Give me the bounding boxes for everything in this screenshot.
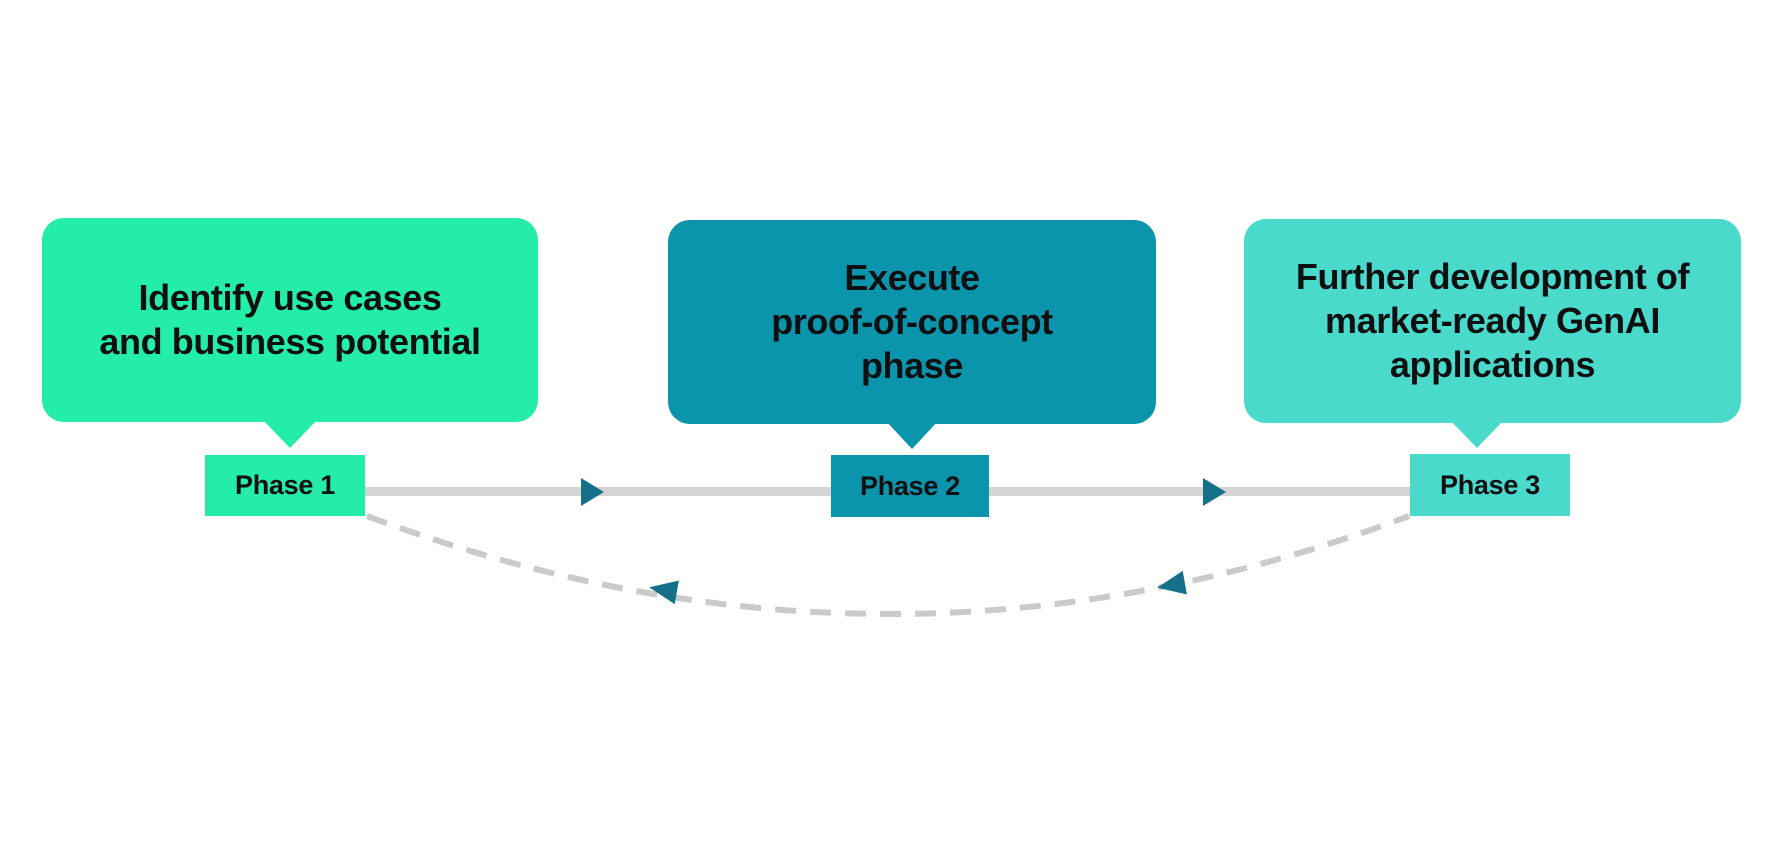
phase-2-bubble-text: proof-of-concept xyxy=(771,301,1053,342)
phase-3-bubble-text: Further development of xyxy=(1295,256,1690,297)
bubble-tail-icon xyxy=(1450,420,1504,448)
phase-3-bubble: Further development of market-ready GenA… xyxy=(1244,219,1741,423)
phase-2-bubble-text: Execute xyxy=(844,257,980,298)
bubble-tail-icon xyxy=(263,420,317,448)
phase-3-tag: Phase 3 xyxy=(1410,454,1570,516)
forward-arrow-icon xyxy=(581,478,604,506)
bubble-tail-icon xyxy=(885,420,939,449)
phase-2-bubble: Execute proof-of-concept phase xyxy=(668,220,1156,424)
phase-3-tag-label: Phase 3 xyxy=(1440,469,1540,500)
phase-2-tag-label: Phase 2 xyxy=(860,470,960,501)
forward-arrow-icon xyxy=(1203,478,1226,506)
phase-1-tag-label: Phase 1 xyxy=(235,470,335,500)
phase-3-bubble-text: market-ready GenAI xyxy=(1325,300,1660,341)
phase-1-tag: Phase 1 xyxy=(205,455,365,516)
feedback-curve xyxy=(365,513,1411,617)
feedback-arrow-icon xyxy=(649,580,679,605)
phase-3-bubble-text: applications xyxy=(1389,344,1596,385)
phase-2-tag: Phase 2 xyxy=(831,455,989,517)
phase-1-bubble-text: Identify use cases xyxy=(138,277,442,318)
phase-1-bubble: Identify use cases and business potentia… xyxy=(42,218,538,422)
phase-2-bubble-text: phase xyxy=(860,345,964,386)
feedback-arrow-icon xyxy=(1157,570,1187,595)
phase-1-bubble-text: and business potential xyxy=(99,321,481,362)
